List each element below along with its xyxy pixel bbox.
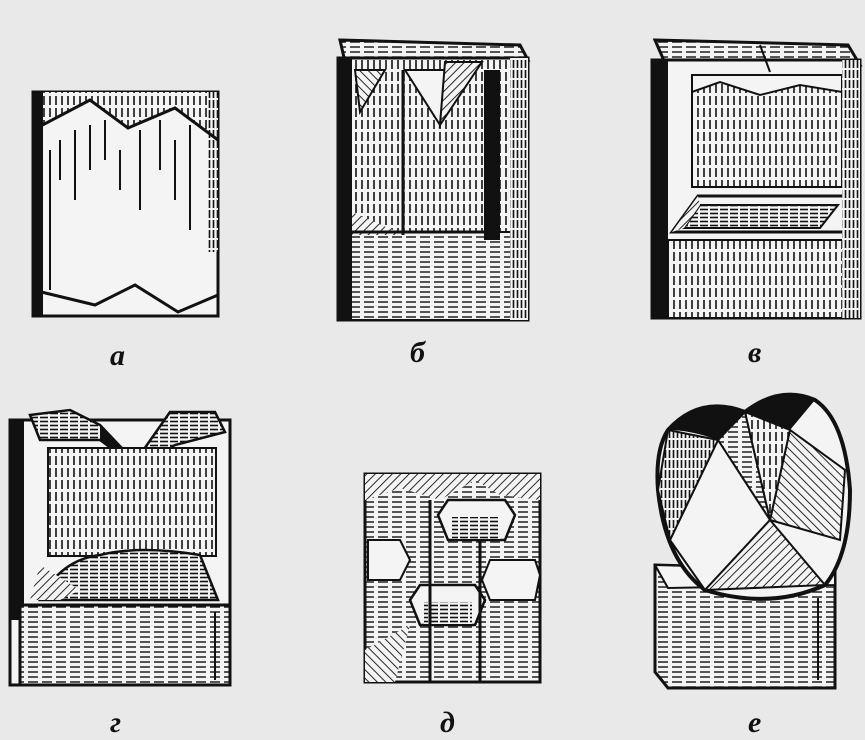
panel-label-d: д	[440, 706, 455, 739]
crystal-v	[650, 38, 863, 320]
panel-label-a: а	[110, 339, 125, 372]
crystal-a	[31, 90, 220, 318]
panel-label-g: г	[110, 706, 121, 739]
panel-label-b: б	[410, 336, 426, 369]
panel-label-e: е	[748, 706, 761, 739]
crystal-e	[653, 392, 853, 690]
panel-label-v: в	[748, 336, 761, 369]
crystal-g	[8, 408, 232, 687]
crystal-d	[363, 472, 542, 684]
crystal-b	[336, 38, 531, 322]
